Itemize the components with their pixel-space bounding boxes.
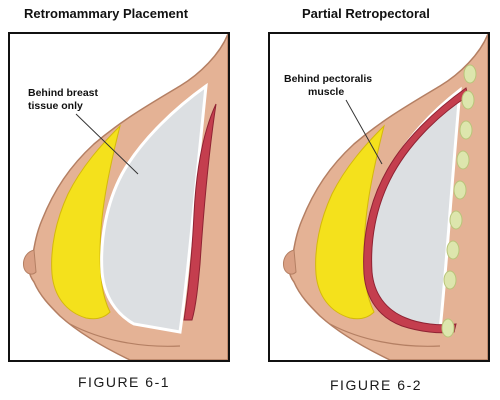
breast-tissue <box>315 124 385 320</box>
figure-caption-1: FIGURE 6-1 <box>78 374 171 390</box>
panel-title-retromammary: Retromammary Placement <box>24 6 189 21</box>
pectoralis-muscle <box>183 103 217 321</box>
callout-leader-line <box>345 99 383 165</box>
breast-tissue <box>51 124 121 320</box>
nipple <box>23 249 37 275</box>
retropectoral-illustration: Behind pectoralis muscle <box>283 34 488 360</box>
rib <box>441 318 455 338</box>
rib <box>453 180 467 200</box>
rib <box>461 90 475 110</box>
rib <box>449 210 463 230</box>
retromammary-illustration: Behind breast tissue only <box>23 34 228 360</box>
diagram-retropectoral: Behind pectoralis muscle <box>268 32 490 362</box>
figure-caption-2: FIGURE 6-2 <box>330 377 423 393</box>
callout-label-line-1: Behind breast <box>28 87 99 99</box>
callout-label-line-2: muscle <box>308 86 344 98</box>
pectoralis-muscle <box>363 87 469 334</box>
rib <box>463 64 477 84</box>
diagram-retromammary: Behind breast tissue only <box>8 32 230 362</box>
callout-label-line-2: tissue only <box>28 100 83 112</box>
rib <box>443 270 457 290</box>
callout-leader-line <box>75 113 139 175</box>
breast-fold <box>329 323 441 347</box>
callout-label-line-1: Behind pectoralis <box>284 73 372 85</box>
implant <box>100 82 208 334</box>
panel-title-retropectoral: Partial Retropectoral <box>302 6 430 21</box>
rib <box>456 150 470 170</box>
breast-fold <box>69 323 181 347</box>
rib <box>446 240 460 260</box>
rib <box>459 120 473 140</box>
nipple <box>283 249 297 275</box>
